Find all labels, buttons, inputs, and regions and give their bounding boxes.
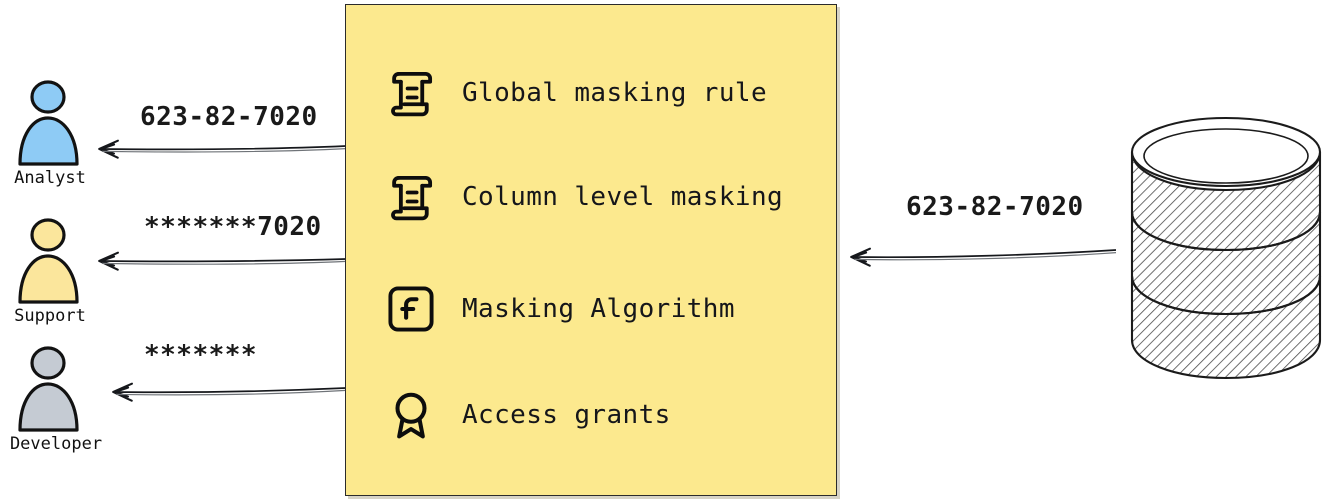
flow-arrow-database: 623-82-7020 xyxy=(838,186,1124,276)
panel-row-column-level-masking[interactable]: Column level masking xyxy=(382,165,783,229)
arrow-shaft-database xyxy=(850,247,1117,267)
flow-label-developer: ******* xyxy=(144,340,258,370)
award-icon xyxy=(382,386,440,444)
panel-row-label: Column level masking xyxy=(462,182,784,212)
person-icon xyxy=(18,346,79,432)
actor-label-developer: Developer xyxy=(9,434,103,454)
actor-analyst[interactable]: Analyst xyxy=(0,78,112,188)
actor-label-analyst: Analyst xyxy=(14,168,86,188)
person-icon xyxy=(18,80,79,166)
flow-arrow-analyst: 623-82-7020 xyxy=(88,102,354,164)
database-cylinder-icon xyxy=(1130,116,1322,380)
arrow-shaft-developer xyxy=(112,382,347,402)
flow-label-support: *******7020 xyxy=(144,212,322,242)
function-icon xyxy=(382,280,440,338)
panel-row-label: Access grants xyxy=(462,400,671,430)
scroll-icon xyxy=(382,168,440,226)
actor-label-support: Support xyxy=(14,306,86,326)
flow-label-database: 623-82-7020 xyxy=(906,192,1084,222)
panel-row-masking-algorithm[interactable]: Masking Algorithm xyxy=(382,277,735,341)
masking-policy-panel: Global masking rule Column level masking xyxy=(345,4,837,496)
flow-arrow-developer: ******* xyxy=(100,340,354,402)
flow-arrow-support: *******7020 xyxy=(88,212,354,274)
actor-developer[interactable]: Developer xyxy=(0,344,112,454)
arrow-shaft-analyst xyxy=(98,139,347,159)
panel-row-global-masking-rule[interactable]: Global masking rule xyxy=(382,61,767,125)
flow-label-analyst: 623-82-7020 xyxy=(140,102,318,132)
scroll-icon xyxy=(382,64,440,122)
panel-row-label: Global masking rule xyxy=(462,78,768,108)
person-icon xyxy=(18,218,79,304)
panel-row-label: Masking Algorithm xyxy=(462,294,735,324)
database-icon[interactable] xyxy=(1118,108,1334,412)
actor-support[interactable]: Support xyxy=(0,216,112,326)
arrow-shaft-support xyxy=(98,251,347,271)
panel-row-access-grants[interactable]: Access grants xyxy=(382,383,671,447)
